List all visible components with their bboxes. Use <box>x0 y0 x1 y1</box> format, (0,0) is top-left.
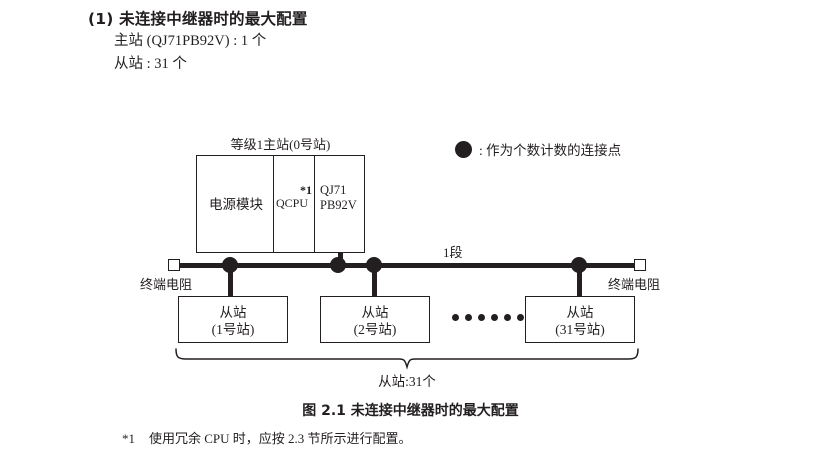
page-title: (1) 未连接中继器时的最大配置 <box>88 10 308 28</box>
spec-line-master: 主站 (QJ71PB92V) : 1 个 <box>114 33 267 49</box>
module-divider-2 <box>314 156 315 252</box>
qj71pb92v-module-label: QJ71 PB92V <box>320 183 357 213</box>
ellipsis-dot <box>452 314 459 321</box>
slave-station-31: 从站 (31号站) <box>525 296 635 343</box>
footnote-text: 使用冗余 CPU 时，应按 2.3 节所示进行配置。 <box>149 431 412 446</box>
filled-circle-icon <box>455 140 472 158</box>
footnote: *1 使用冗余 CPU 时，应按 2.3 节所示进行配置。 <box>122 428 412 447</box>
slave-station-31-line2: (31号站) <box>555 322 605 337</box>
terminator-label-left: 终端电阻 <box>140 277 193 292</box>
segment-label: 1段 <box>443 245 463 260</box>
slave-station-31-line1: 从站 <box>566 305 594 320</box>
power-module-label: 电源模块 <box>209 197 263 212</box>
ellipsis-dot <box>491 314 498 321</box>
master-station-assembly <box>196 155 365 253</box>
slave-total-label: 从站:31个 <box>378 374 436 389</box>
qcpu-footnote-marker: *1 <box>300 183 312 197</box>
master-station-caption: 等级1主站(0号站) <box>230 137 331 152</box>
figure-caption: 图 2.1 未连接中继器时的最大配置 <box>302 403 519 419</box>
qj71pb92v-label-line2: PB92V <box>320 198 357 212</box>
bus-trunk-line <box>174 263 641 268</box>
qj71pb92v-label-line1: QJ71 <box>320 183 347 197</box>
slave-station-1: 从站 (1号站) <box>178 296 288 343</box>
ellipsis-dot <box>478 314 485 321</box>
slave-station-1-line1: 从站 <box>219 305 247 320</box>
terminator-label-right: 终端电阻 <box>608 277 661 292</box>
ellipsis-dot <box>517 314 524 321</box>
spec-line-slave: 从站 : 31 个 <box>114 56 187 72</box>
ellipsis-dot <box>504 314 511 321</box>
qcpu-module-label: QCPU <box>276 196 309 210</box>
heading-section: (1) 未连接中继器时的最大配置 主站 (QJ71PB92V) : 1 个 从站… <box>88 8 688 76</box>
ellipsis-dots <box>452 314 524 321</box>
slave-station-2: 从站 (2号站) <box>320 296 430 343</box>
legend-label: : 作为个数计数的连接点 <box>479 143 622 158</box>
ellipsis-dot <box>465 314 472 321</box>
slave2-drop-line <box>372 265 377 297</box>
terminating-resistor-icon-left <box>168 259 180 271</box>
connection-node-icon-master <box>330 257 346 273</box>
module-divider-1 <box>273 156 274 252</box>
slave-station-2-line1: 从站 <box>361 305 389 320</box>
terminating-resistor-icon-right <box>634 259 646 271</box>
slave-count-brace <box>175 348 639 370</box>
slave1-drop-line <box>228 265 233 297</box>
slave31-drop-line <box>577 265 582 297</box>
slave-station-1-line2: (1号站) <box>211 322 255 337</box>
legend: : 作为个数计数的连接点 <box>455 139 621 159</box>
footnote-marker: *1 <box>122 431 135 446</box>
slave-station-2-line2: (2号站) <box>353 322 397 337</box>
